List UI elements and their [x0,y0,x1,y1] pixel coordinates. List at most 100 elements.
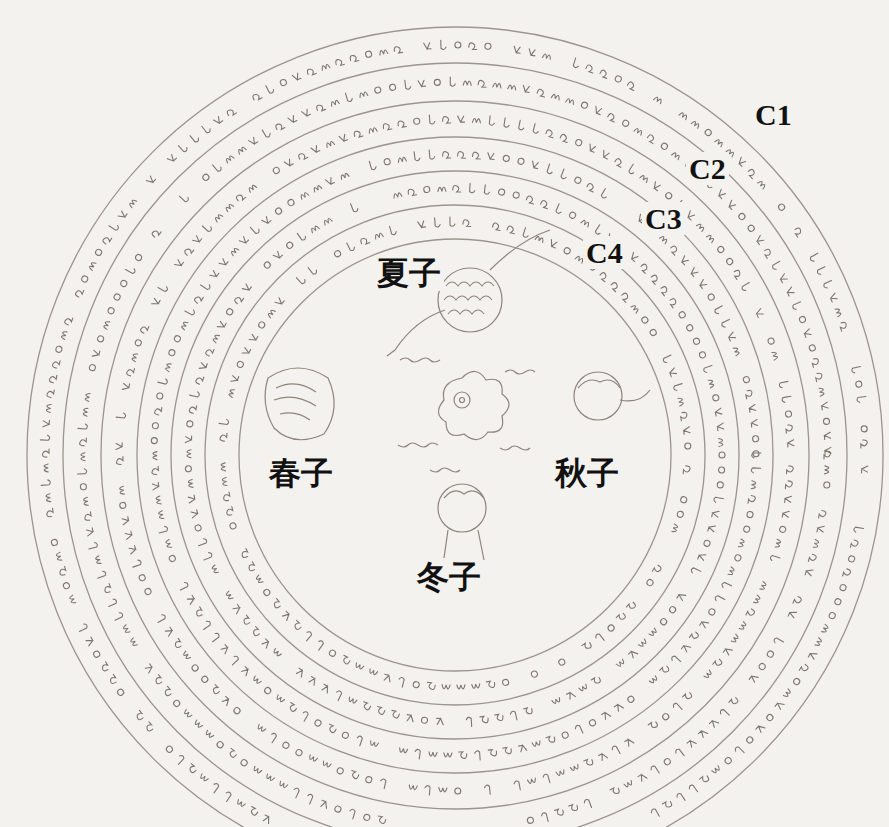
glyph [374,233,383,239]
glyph [138,574,146,582]
glyph [158,377,168,384]
glyph [361,702,371,711]
glyph [472,118,480,123]
glyph [152,466,159,474]
glyph [308,265,318,275]
glyph [514,781,521,791]
glyph [363,814,370,821]
glyph [172,699,180,707]
glyph [855,381,862,388]
glyph [202,123,212,133]
glyph [614,158,624,168]
glyph [663,758,671,766]
glyph [793,596,802,606]
glyph [340,173,349,180]
glyph [726,257,734,265]
glyph [249,137,258,146]
glyph [646,134,656,144]
glyph [815,638,822,647]
glyph [273,649,282,657]
glyph [862,466,868,473]
glyph [478,80,486,87]
glyph [558,658,566,666]
glyph [463,81,471,85]
glyph [673,384,683,391]
glyph [828,612,836,620]
glyph [424,785,430,795]
glyph [383,674,391,682]
glyph [287,703,297,713]
glyph [640,175,649,183]
glyph [214,116,223,125]
glyph [285,241,293,249]
glyph [116,412,126,418]
glyph [748,495,756,504]
glyph [444,753,452,757]
glyph [194,607,204,617]
glyph [773,637,784,646]
glyph [129,199,137,208]
glyph [785,411,792,418]
glyph [758,180,766,189]
glyph [296,668,305,677]
glyph [547,164,555,174]
glyph [328,649,336,657]
glyph [683,427,690,435]
glyph [273,251,282,260]
glyph [134,339,142,347]
glyph [861,426,867,432]
hair [578,380,650,401]
glyph [341,655,351,664]
glyph [718,467,724,473]
glyph [772,351,778,360]
glyph [89,364,96,371]
glyph [152,297,161,306]
glyph [453,185,461,192]
glyph [704,670,712,679]
glyph [377,816,386,824]
glyph [266,774,275,781]
glyph [686,211,695,220]
glyph [165,745,173,753]
glyph [394,46,403,54]
flower [438,371,509,439]
glyph [144,722,154,732]
glyph [355,663,364,670]
glyph [229,522,237,530]
script-glyphs [40,40,868,824]
glyph [753,451,759,457]
glyph [353,130,363,139]
glyph [810,253,821,262]
glyph [751,481,756,489]
glyph [369,160,376,170]
glyph [650,765,659,776]
glyph [727,200,736,209]
glyph [156,392,163,399]
glyph [528,49,536,56]
glyph [202,552,212,560]
glyph [717,423,724,431]
glyph [699,774,709,784]
glyph [231,375,239,384]
figure-label: 春子 [266,456,336,491]
glyph [561,731,569,739]
glyph [746,511,753,518]
glyph [263,686,271,694]
glyph [861,440,868,448]
glyph [745,390,753,399]
glyph [212,334,219,343]
glyph [848,555,855,562]
glyph [450,77,455,86]
glyph [306,67,316,76]
glyph [839,322,848,332]
glyph [406,715,414,722]
glyph [698,280,707,289]
glyph [466,717,471,727]
glyph [493,83,501,88]
glyph [584,758,594,767]
glyph [126,367,134,376]
glyph [46,508,54,517]
glyph [671,655,681,665]
glyph [276,695,285,703]
glyph [737,157,746,166]
